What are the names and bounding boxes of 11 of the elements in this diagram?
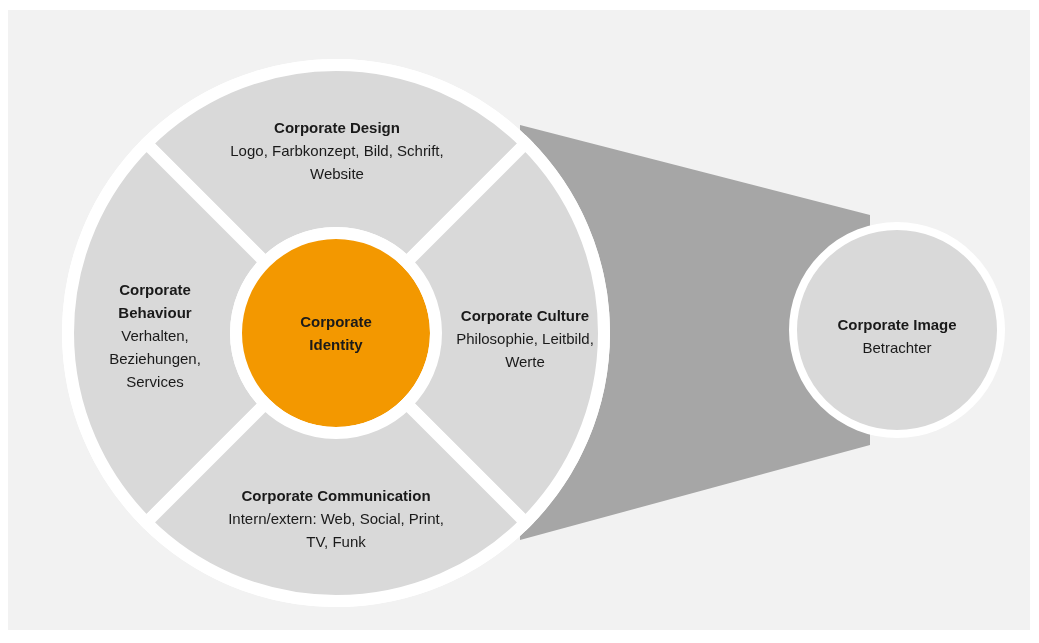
segment-title: Corporate Communication (240, 485, 432, 506)
segment-title: Corporate Culture (459, 305, 591, 326)
segment-text: Logo, Farbkonzept, Bild, Schrift, Website (229, 140, 445, 184)
segment-text: Philosophie, Leitbild, Werte (455, 328, 595, 372)
segment-text: Intern/extern: Web, Social, Print, TV, Funk (227, 508, 445, 552)
segment-title: Corporate Identity (299, 312, 373, 355)
segment-text: Betrachter (861, 338, 933, 358)
segment-title: Corporate Behaviour (117, 279, 193, 323)
segment-title: Corporate Image (836, 315, 958, 335)
segment-text: Verhalten, Beziehungen, Services (108, 325, 202, 392)
segment-title: Corporate Design (273, 117, 401, 138)
